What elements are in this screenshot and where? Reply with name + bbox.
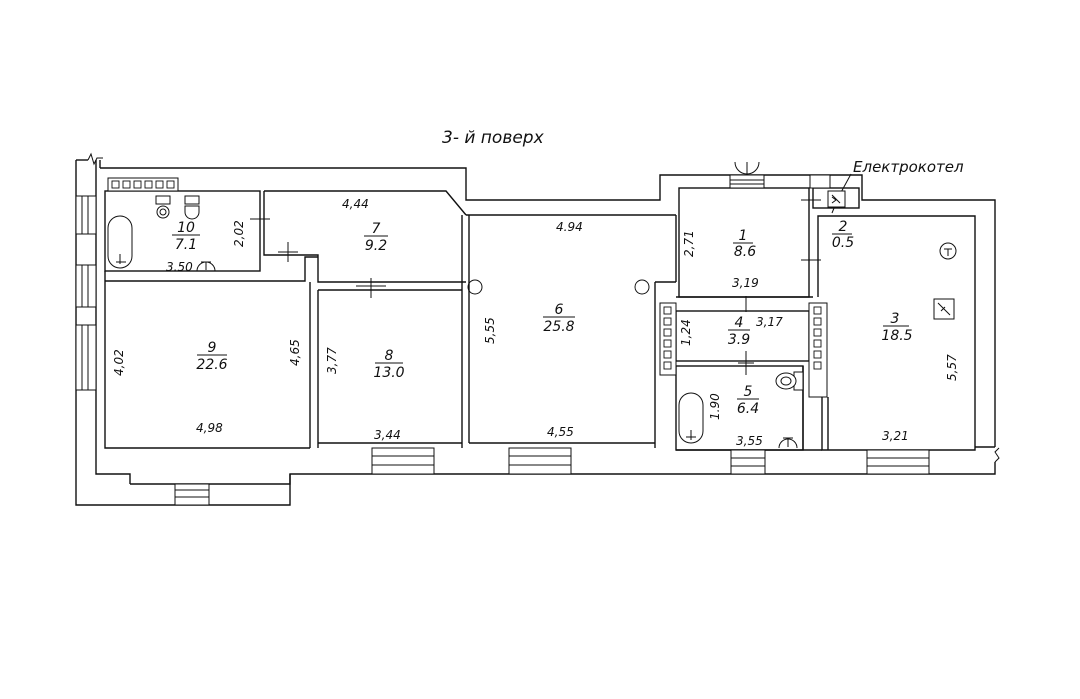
svg-text:7.1: 7.1 [175, 237, 197, 253]
svg-text:25.8: 25.8 [543, 319, 574, 335]
dim-room5-width: 3,55 [736, 434, 763, 448]
heater-icon-3 [939, 242, 957, 260]
toilet-icon [155, 195, 171, 219]
svg-text:6.4: 6.4 [737, 401, 759, 417]
window-bottom-2 [371, 447, 435, 475]
dim-room9-height-left: 4,02 [112, 349, 126, 376]
svg-text:8.6: 8.6 [734, 244, 756, 260]
boiler-icon [827, 190, 846, 208]
window-top-room2 [809, 174, 831, 189]
inner-walls [104, 187, 976, 451]
dim-room6-height: 5,55 [483, 317, 497, 344]
dim-room5-height: 1.90 [708, 393, 722, 420]
svg-text:9.2: 9.2 [365, 238, 387, 254]
dim-room9-height-right: 4,65 [288, 339, 302, 366]
svg-text:10: 10 [177, 220, 195, 236]
dim-room4-height: 1,24 [679, 319, 693, 346]
svg-text:22.6: 22.6 [196, 357, 227, 373]
window-left-1 [75, 195, 97, 235]
svg-text:1: 1 [739, 228, 748, 244]
room-10-label: 107.1 [172, 220, 200, 253]
room-6-label: 625.8 [543, 302, 575, 335]
window-top-room1 [729, 174, 765, 189]
vent-column-right [808, 302, 828, 398]
heater-icon-5 [778, 437, 798, 449]
window-left-2 [75, 264, 97, 308]
window-bottom-5 [866, 449, 930, 475]
dim-room10-width: 3.50 [166, 260, 193, 274]
bathtub-icon [107, 215, 133, 269]
window-bottom-1 [174, 483, 210, 506]
room-4-label: 43.9 [728, 315, 750, 348]
room-labels: 18.6 20.5 318.5 43.9 56.4 625.8 79.2 813… [172, 219, 913, 417]
dim-room6-width: 4,55 [547, 425, 574, 439]
room-1-label: 18.6 [733, 228, 756, 260]
dim-room6-top: 4.94 [556, 220, 583, 234]
dim-room7-top: 4,44 [342, 197, 369, 211]
svg-text:13.0: 13.0 [373, 365, 404, 381]
room-7-label: 79.2 [364, 221, 388, 254]
bathtub-icon-5 [678, 392, 704, 444]
svg-text:18.5: 18.5 [881, 328, 912, 344]
window-bottom-4 [730, 449, 766, 475]
dim-room9-width: 4,98 [196, 421, 223, 435]
svg-text:4: 4 [735, 315, 744, 331]
column-icon [467, 279, 483, 295]
fixtures [107, 161, 957, 449]
svg-text:6: 6 [555, 302, 564, 318]
room-9-label: 922.6 [196, 340, 227, 373]
column-icon-2 [634, 279, 650, 295]
svg-text:8: 8 [385, 348, 394, 364]
svg-text:9: 9 [208, 340, 217, 356]
window-bottom-3 [508, 447, 572, 475]
door-marks [250, 199, 821, 375]
windows [75, 174, 930, 506]
vent-row-top [107, 177, 179, 192]
room-2-label: 20.5 [832, 219, 854, 251]
dimension-labels: 4,44 2,02 3.50 4.94 2,71 3,19 3,17 1,24 … [112, 197, 959, 448]
boiler-annotation: Електрокотел [853, 158, 964, 176]
dim-room10-height: 2,02 [232, 220, 246, 247]
svg-text:3.9: 3.9 [728, 332, 750, 348]
toilet-icon-2 [184, 195, 200, 220]
svg-text:7: 7 [372, 221, 381, 237]
svg-text:0.5: 0.5 [832, 235, 854, 251]
electric-panel-icon [933, 298, 955, 320]
room-8-label: 813.0 [373, 348, 404, 381]
window-left-3 [75, 324, 97, 391]
room-5-label: 56.4 [737, 384, 759, 417]
svg-text:3: 3 [891, 311, 900, 327]
svg-text:2: 2 [839, 219, 848, 235]
toilet-icon-5 [775, 371, 804, 391]
room-3-label: 318.5 [881, 311, 912, 344]
dim-room8-height: 3,77 [325, 347, 339, 374]
dim-room3-height: 5,57 [945, 354, 959, 381]
dim-room1-height: 2,71 [682, 230, 696, 257]
floor-title: 3- й поверх [442, 128, 545, 148]
vent-column-left [659, 302, 677, 376]
svg-text:5: 5 [744, 384, 753, 400]
dim-room4-width: 3,17 [756, 315, 783, 329]
dim-room8-width: 3,44 [374, 428, 401, 442]
dim-room3-width: 3,21 [882, 429, 909, 443]
dim-room1-width: 3,19 [732, 276, 759, 290]
heater-icon [196, 261, 216, 272]
